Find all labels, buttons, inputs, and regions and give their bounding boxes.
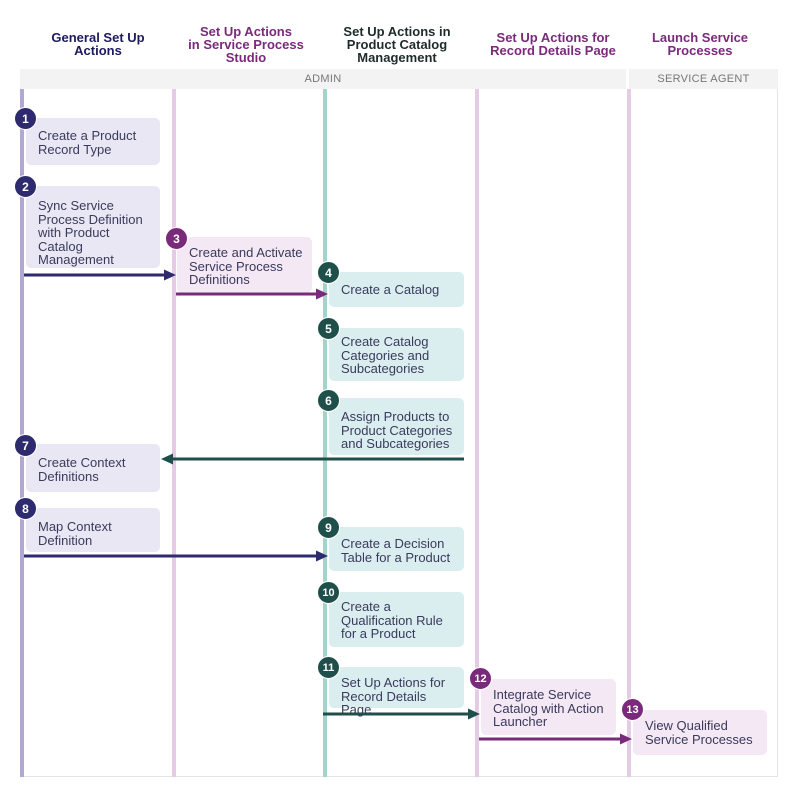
arrow-12-to-13 xyxy=(479,733,632,745)
step-badge-2: 2 xyxy=(14,175,37,198)
step-box-10: Create a Qualification Rule for a Produc… xyxy=(329,592,464,647)
step-box-8: Map Context Definition xyxy=(26,508,160,552)
step-badge-3: 3 xyxy=(165,227,188,250)
role-band-admin: ADMIN xyxy=(20,69,626,89)
step-badge-12: 12 xyxy=(469,667,492,690)
step-badge-5: 5 xyxy=(317,317,340,340)
step-badge-9: 9 xyxy=(317,516,340,539)
swimlane-line-launch xyxy=(627,89,631,777)
swimlane-line-product-catalog xyxy=(323,89,327,777)
step-box-6: Assign Products to Product Categories an… xyxy=(329,398,464,455)
arrow-6-to-7 xyxy=(161,453,464,465)
column-header-launch-service: Launch Service Processes xyxy=(651,30,749,58)
column-header-general-setup: General Set Up Actions xyxy=(51,30,145,58)
step-box-13: View Qualified Service Processes xyxy=(633,710,767,755)
column-header-product-catalog: Set Up Actions in Product Catalog Manage… xyxy=(343,23,451,65)
column-header-record-details: Set Up Actions for Record Details Page xyxy=(490,30,616,58)
step-box-5: Create Catalog Categories and Subcategor… xyxy=(329,328,464,381)
step-box-7: Create Context Definitions xyxy=(26,444,160,492)
swimlane-line-general xyxy=(20,89,24,777)
arrow-8-to-9 xyxy=(24,550,328,562)
column-header-service-process-studio: Set Up Actions in Service Process Studio xyxy=(188,23,304,65)
step-box-11: Set Up Actions for Record Details Page xyxy=(329,667,464,716)
swimlane-line-record-details xyxy=(475,89,479,777)
step-badge-1: 1 xyxy=(14,107,37,130)
arrow-2-to-3 xyxy=(24,269,176,281)
step-box-1: Create a Product Record Type xyxy=(26,118,160,165)
step-badge-10: 10 xyxy=(317,581,340,604)
step-badge-4: 4 xyxy=(317,261,340,284)
arrow-11-to-12 xyxy=(323,708,480,720)
step-box-2: Sync Service Process Definition with Pro… xyxy=(26,186,160,268)
role-band-service-agent: SERVICE AGENT xyxy=(629,69,778,89)
step-badge-8: 8 xyxy=(14,497,37,520)
step-box-3: Create and Activate Service Process Defi… xyxy=(177,237,312,293)
step-box-4: Create a Catalog xyxy=(329,272,464,307)
arrow-3-to-4 xyxy=(176,288,328,300)
step-box-9: Create a Decision Table for a Product xyxy=(329,527,464,571)
step-badge-7: 7 xyxy=(14,434,37,457)
step-box-12: Integrate Service Catalog with Action La… xyxy=(481,679,616,735)
step-badge-11: 11 xyxy=(317,656,340,679)
step-badge-6: 6 xyxy=(317,389,340,412)
step-badge-13: 13 xyxy=(621,698,644,721)
swimlane-line-service-studio xyxy=(172,89,176,777)
